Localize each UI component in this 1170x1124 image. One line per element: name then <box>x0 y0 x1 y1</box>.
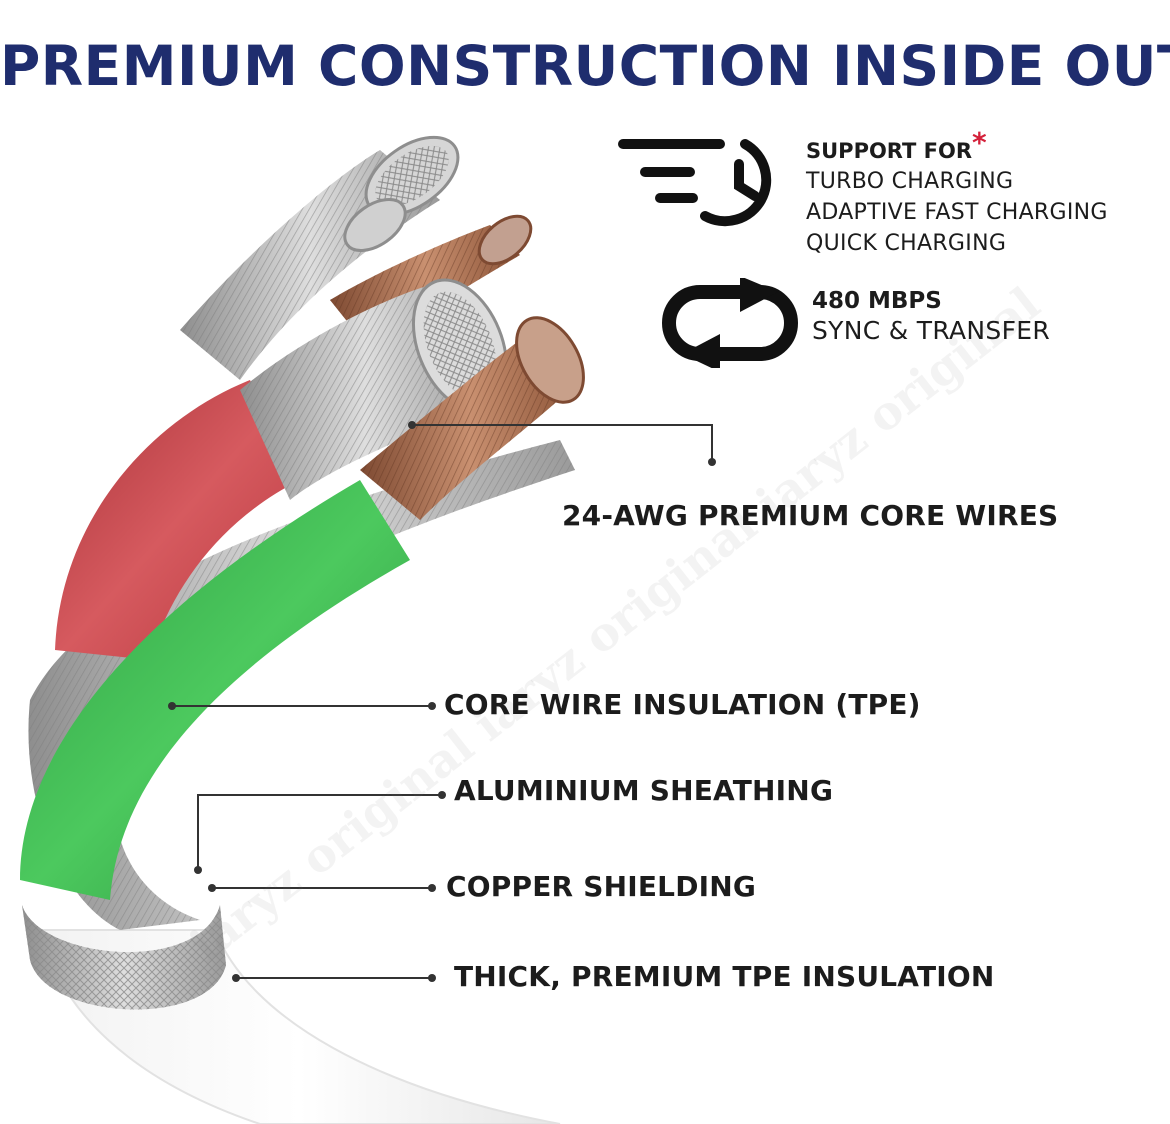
red-core-insulation <box>55 380 300 660</box>
charging-line-adaptive: ADAPTIVE FAST CHARGING <box>806 200 1108 225</box>
charging-feature: SUPPORT FOR* TURBO CHARGING ADAPTIVE FAS… <box>806 126 1108 256</box>
charging-heading: SUPPORT FOR* <box>806 126 987 163</box>
green-core-insulation <box>20 480 410 900</box>
callout-copper-shielding: COPPER SHIELDING <box>446 870 757 903</box>
page-title: PREMIUM CONSTRUCTION INSIDE OUT <box>0 34 1170 98</box>
leader-core-wires <box>412 424 713 462</box>
sync-heading: 480 MBPS <box>812 288 942 314</box>
charging-line-quick: QUICK CHARGING <box>806 231 1007 256</box>
charging-line-turbo: TURBO CHARGING <box>806 169 1014 194</box>
callout-core-wires: 24-AWG PREMIUM CORE WIRES <box>562 499 1059 532</box>
fast-charging-clock-icon <box>618 139 772 227</box>
sync-arrows-icon <box>662 278 798 368</box>
leader-sheathing <box>197 794 442 870</box>
callout-aluminium-sheathing: ALUMINIUM SHEATHING <box>454 774 834 807</box>
asterisk: * <box>972 126 987 159</box>
callout-core-insulation: CORE WIRE INSULATION (TPE) <box>444 688 921 721</box>
callout-outer-insulation: THICK, PREMIUM TPE INSULATION <box>454 960 995 993</box>
sync-feature: 480 MBPS SYNC & TRANSFER <box>812 288 1050 345</box>
sync-line: SYNC & TRANSFER <box>812 316 1051 345</box>
